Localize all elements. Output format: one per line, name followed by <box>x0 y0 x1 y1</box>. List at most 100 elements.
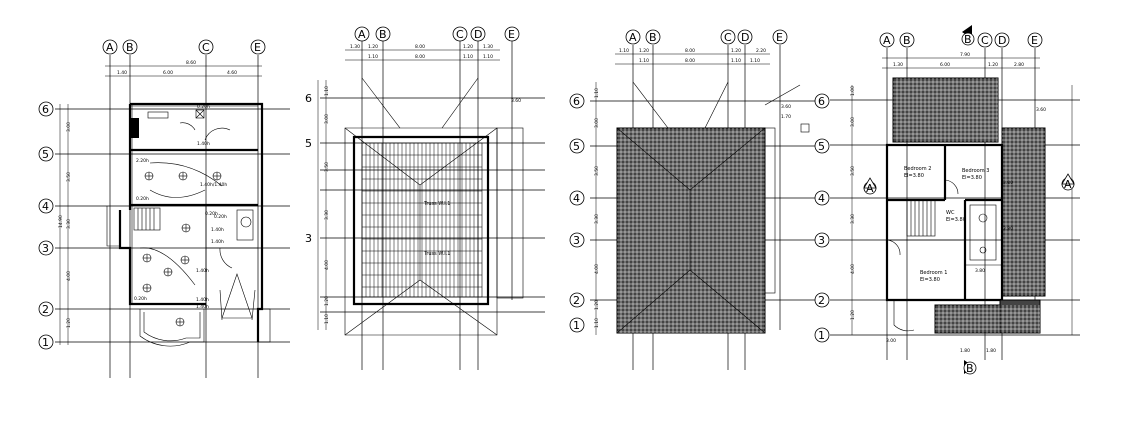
dim-sub: 1.30 <box>893 62 903 68</box>
svg-text:6: 6 <box>818 95 825 108</box>
dim-side-5: 1.20 <box>66 318 72 328</box>
elec-label-1: 0.20h <box>197 104 210 110</box>
balcony-floor <box>999 299 1041 334</box>
column-bubble: B <box>645 29 661 45</box>
dim-side: 4.00 <box>594 264 600 274</box>
row-bubble: 1 <box>569 317 585 333</box>
svg-text:3: 3 <box>305 232 312 245</box>
svg-text:2: 2 <box>573 294 580 307</box>
level-label: 1.80 <box>960 348 970 354</box>
dim-side-4: 4.00 <box>66 271 72 281</box>
svg-text:3: 3 <box>818 234 825 247</box>
svg-text:A: A <box>1064 178 1072 191</box>
section-marker: A <box>863 177 877 195</box>
svg-text:5: 5 <box>305 137 312 150</box>
svg-text:6: 6 <box>305 92 312 105</box>
dim-sub: 1.10 <box>463 54 473 60</box>
svg-text:6: 6 <box>573 95 580 108</box>
dim-top: 2.20 <box>756 48 766 54</box>
row-bubble: 6 <box>569 93 585 109</box>
dim-top: 1.20 <box>731 48 741 54</box>
dim-sub: 1.10 <box>750 58 760 64</box>
dim-sub: 1.10 <box>639 58 649 64</box>
svg-text:A: A <box>106 41 114 54</box>
svg-text:B: B <box>126 41 134 54</box>
row-bubble: 3 <box>569 232 585 248</box>
elec-label-4: 1.40h/1.40h <box>200 182 227 188</box>
column-bubble: E <box>772 29 788 45</box>
column-bubble: D <box>470 26 486 42</box>
roof-rafters <box>362 143 482 297</box>
dim-sub: 1.10 <box>731 58 741 64</box>
elec-label-13: 0.20h <box>214 214 227 220</box>
dim-side: 1.20 <box>324 296 330 306</box>
svg-text:D: D <box>998 34 1006 47</box>
row-bubble: 6 <box>814 93 830 109</box>
dim-side: 3.30 <box>850 214 856 224</box>
svg-text:C: C <box>724 31 732 44</box>
tile-hatch <box>617 128 765 333</box>
dim-sub: 1.10 <box>483 54 493 60</box>
row-bubble: 5 <box>38 146 54 162</box>
svg-text:3: 3 <box>573 234 580 247</box>
dim-sub: 6.00 <box>940 62 950 68</box>
dim-top: 1.20 <box>463 44 473 50</box>
tile-hatch <box>935 305 1040 333</box>
svg-text:1: 1 <box>42 336 49 349</box>
elec-label-12: 1.40h <box>196 304 209 310</box>
roof-tile-plan: 1.10 1.20 8.00 1.20 2.20 1.10 8.00 1.10 … <box>569 29 830 370</box>
dim-side: 1.20 <box>594 300 600 310</box>
dim-side: 1.10 <box>594 318 600 328</box>
roof-label: 1.70 <box>781 114 791 120</box>
column-bubble: D <box>994 32 1010 48</box>
elec-label-3: 1.40h <box>197 141 210 147</box>
elec-label-10: 0.20h <box>134 296 147 302</box>
svg-text:E: E <box>508 28 515 41</box>
svg-text:1: 1 <box>573 319 580 332</box>
dim-side-1: 3.00 <box>66 122 72 132</box>
svg-text:B: B <box>649 31 657 44</box>
section-marker: B <box>963 360 977 375</box>
dim-side: 1.00 <box>850 86 856 96</box>
svg-text:A: A <box>883 34 891 47</box>
column-bubble: B <box>122 39 138 55</box>
row-bubble: 4 <box>814 190 830 206</box>
dim-top: 1.30 <box>350 44 360 50</box>
dim-side-3: 3.30 <box>66 219 72 229</box>
dim-side: 3.30 <box>594 214 600 224</box>
row-label: 6 <box>305 92 312 105</box>
svg-text:C: C <box>202 41 210 54</box>
svg-text:B: B <box>903 34 911 47</box>
dim-side-2: 3.50 <box>66 172 72 182</box>
level-label: 1.80 <box>986 348 996 354</box>
svg-text:5: 5 <box>42 148 49 161</box>
svg-text:A: A <box>629 31 637 44</box>
level-label: 3.80 <box>975 268 985 274</box>
level-label: 3.80 <box>1003 226 1013 232</box>
column-bubble: E <box>1027 32 1043 48</box>
svg-text:A: A <box>358 28 366 41</box>
dim-top: 1.20 <box>639 48 649 54</box>
column-bubble: A <box>354 26 370 42</box>
svg-text:C: C <box>456 28 464 41</box>
dim-sub: 8.00 <box>415 54 425 60</box>
elec-label-6: 0.20h <box>205 211 218 217</box>
roof-frame-plan: 1.30 1.20 8.00 1.20 1.30 1.10 8.00 1.10 … <box>305 26 545 370</box>
elec-label-5: 0.20h <box>136 196 149 202</box>
room-name: Bedroom 1 <box>920 270 947 276</box>
column-bubble: C <box>720 29 736 45</box>
svg-text:4: 4 <box>818 192 825 205</box>
electrical-plan: 1.40 8.60 6.00 4.60 3.00 3.50 3.30 4.00 … <box>38 39 290 378</box>
dim-sub: 2.80 <box>1014 62 1024 68</box>
dim-side: 1.10 <box>594 88 600 98</box>
column-bubble: E <box>250 39 266 55</box>
row-bubble: 5 <box>569 138 585 154</box>
truss-label: Truss W.l.1 <box>423 251 450 257</box>
dim-side: 1.10 <box>324 86 330 96</box>
dim-top: 8.00 <box>415 44 425 50</box>
svg-text:D: D <box>474 28 482 41</box>
svg-text:A: A <box>866 182 874 195</box>
elec-label-9: 1.40h <box>196 268 209 274</box>
column-bubble: A <box>102 39 118 55</box>
dim-side: 1.20 <box>850 310 856 320</box>
